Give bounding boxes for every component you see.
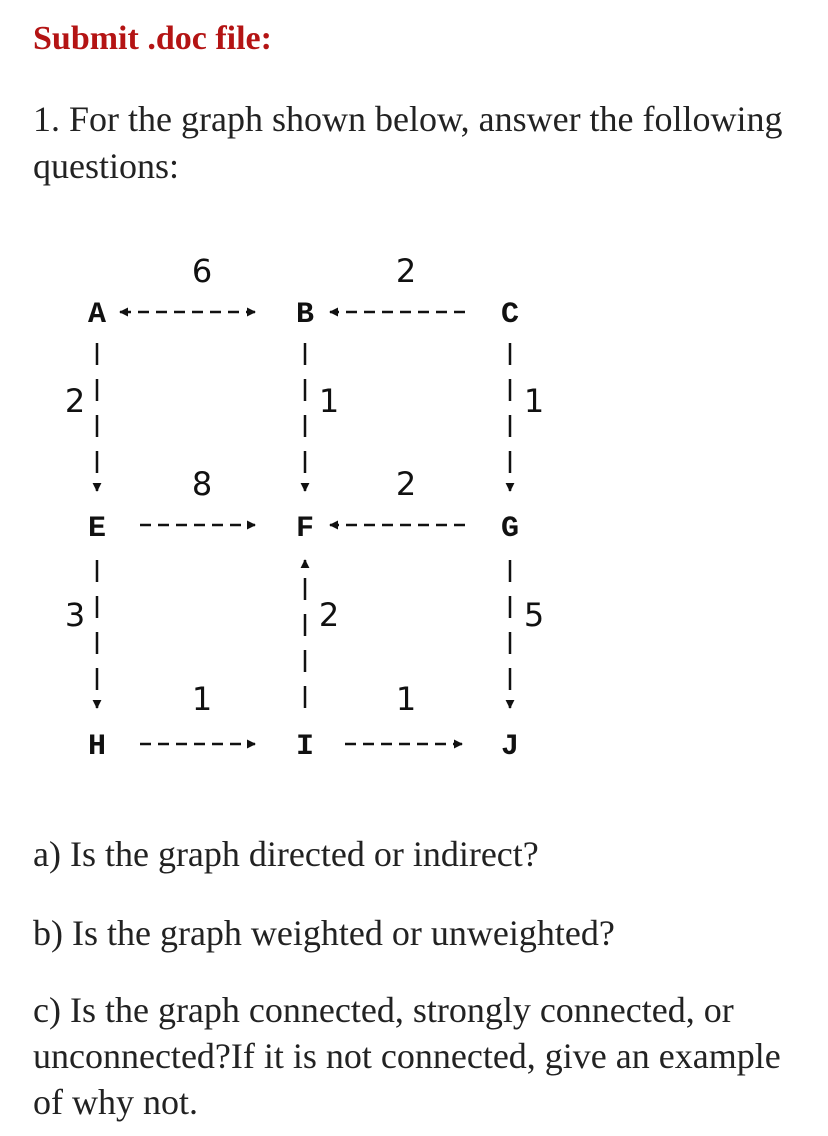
weight-a-e: 2	[65, 382, 85, 420]
node-f: F	[296, 512, 314, 546]
node-b: B	[296, 298, 314, 332]
question-1: 1. For the graph shown below, answer the…	[33, 99, 783, 186]
weight-i-j: 1	[396, 680, 416, 718]
node-j: J	[501, 730, 519, 764]
weight-e-f: 8	[192, 465, 212, 503]
question-c: c) Is the graph connected, strongly conn…	[33, 990, 781, 1122]
node-g: G	[501, 512, 519, 546]
graph-diagram: A B C E F G H I J 6 2 2 1 1 8 2 3 2 5 1 …	[65, 252, 544, 764]
page-heading: Submit .doc file:	[33, 20, 272, 57]
weight-a-b: 6	[192, 252, 212, 290]
weight-h-i: 1	[192, 680, 212, 718]
node-i: I	[296, 730, 314, 764]
question-b: b) Is the graph weighted or unweighted?	[33, 913, 615, 953]
weight-g-j: 5	[524, 596, 544, 634]
node-e: E	[88, 512, 106, 546]
question-a: a) Is the graph directed or indirect?	[33, 834, 539, 874]
node-c: C	[501, 298, 519, 332]
weight-c-g: 1	[524, 382, 544, 420]
weight-c-b: 2	[396, 252, 416, 290]
weight-i-f: 2	[319, 596, 339, 634]
weight-g-f: 2	[396, 465, 416, 503]
weight-e-h: 3	[65, 596, 85, 634]
node-h: H	[88, 730, 106, 764]
node-a: A	[88, 298, 106, 332]
weight-b-f: 1	[319, 382, 339, 420]
